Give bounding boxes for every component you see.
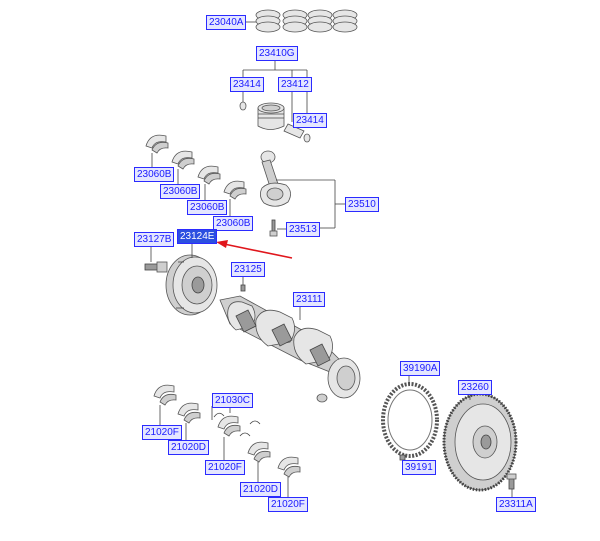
part-label-39190A[interactable]: 39190A [400,361,441,376]
part-label-23311A[interactable]: 23311A [496,497,536,512]
part-label-23111[interactable]: 23111 [293,292,326,307]
part-label-23060B-4[interactable]: 23060B [213,216,254,231]
part-label-23060B-1[interactable]: 23060B [134,167,175,182]
crankshaft [219,295,361,403]
part-label-21020F-3[interactable]: 21020F [268,497,308,512]
connecting-rod [260,150,291,207]
target-wheel [381,382,439,458]
part-label-39191[interactable]: 39191 [402,460,436,475]
part-label-23040A[interactable]: 23040A [206,15,247,30]
crank-pulley [165,254,218,316]
part-label-21020D-2[interactable]: 21020D [240,482,282,497]
piston [257,102,285,130]
conrod-bearings [145,134,247,200]
part-label-21020F-1[interactable]: 21020F [142,425,182,440]
part-label-21030C[interactable]: 21030C [212,393,254,408]
part-label-23125[interactable]: 23125 [231,262,265,277]
flywheel [442,392,518,492]
main-bearings [153,384,301,478]
part-label-23060B-2[interactable]: 23060B [160,184,201,199]
part-label-23510[interactable]: 23510 [345,197,379,212]
part-label-23513[interactable]: 23513 [286,222,320,237]
part-label-23127B[interactable]: 23127B [134,232,175,247]
part-label-23060B-3[interactable]: 23060B [187,200,228,215]
part-label-21020D-1[interactable]: 21020D [168,440,210,455]
indicator-arrow [223,243,293,259]
part-label-21020F-2[interactable]: 21020F [205,460,245,475]
part-label-23410G[interactable]: 23410G [256,46,298,61]
part-label-23260[interactable]: 23260 [458,380,492,395]
part-label-23414-right[interactable]: 23414 [293,113,327,128]
part-label-23414-left[interactable]: 23414 [230,77,264,92]
part-label-23124E[interactable]: 23124E [177,229,218,244]
piston-rings [255,9,358,33]
part-label-23412[interactable]: 23412 [278,77,312,92]
